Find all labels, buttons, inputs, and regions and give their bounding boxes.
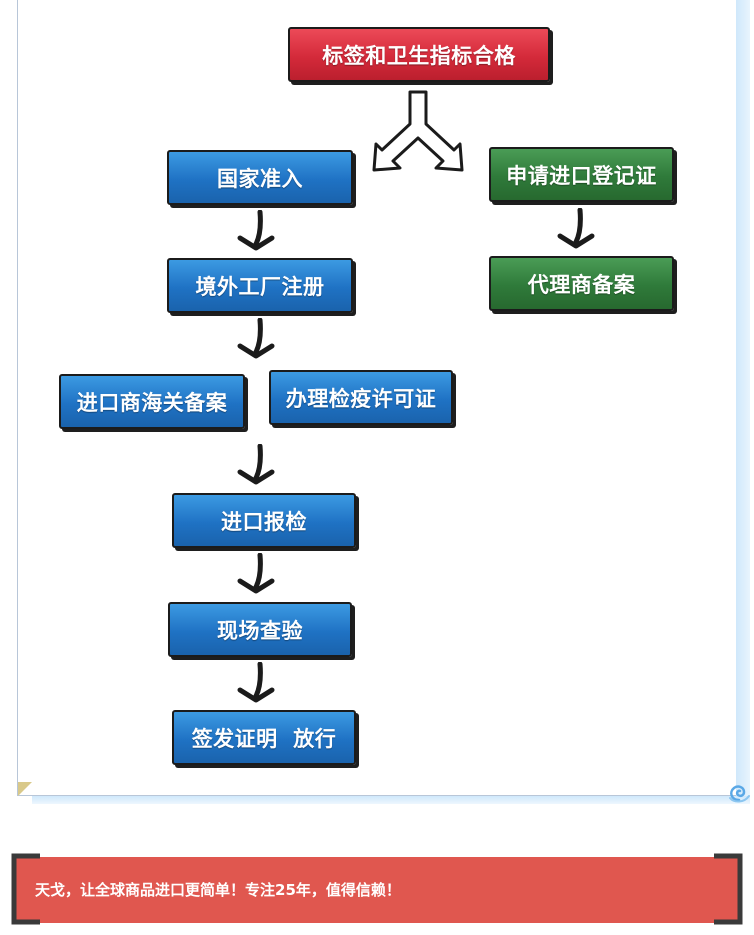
step-agent-filing: 代理商备案 — [489, 256, 674, 311]
step-importer-customs-filing: 进口商海关备案 — [59, 374, 245, 429]
step-national-access: 国家准入 — [167, 150, 353, 205]
bracket-right-icon — [714, 853, 743, 925]
step-quarantine-permit-text: 办理检疫许可证 — [285, 386, 437, 411]
frame-shadow-right — [736, 0, 750, 800]
step-importer-customs-filing-text: 进口商海关备案 — [76, 390, 228, 415]
bracket-left-icon — [11, 853, 40, 925]
down-arrow-icon — [237, 444, 275, 485]
step-overseas-factory-registration-text: 境外工厂注册 — [195, 274, 325, 299]
step-onsite-inspection: 现场查验 — [168, 602, 352, 657]
step-agent-filing-text: 代理商备案 — [527, 272, 636, 297]
step-import-inspection-declaration-text: 进口报检 — [221, 509, 307, 534]
page-curl-decoration — [18, 782, 32, 796]
step-issue-certificate-release-text: 签发证明 放行 — [191, 726, 337, 751]
step-overseas-factory-registration: 境外工厂注册 — [167, 258, 353, 313]
down-arrow-icon — [557, 208, 595, 249]
step-apply-import-registration: 申请进口登记证 — [489, 147, 674, 202]
step-apply-import-registration-text: 申请进口登记证 — [506, 163, 657, 188]
step-national-access-text: 国家准入 — [217, 166, 303, 191]
down-arrow-icon — [237, 662, 275, 703]
slogan-text: 天戈，让全球商品进口更简单！专注25年，值得信赖！ — [35, 881, 401, 899]
down-arrow-icon — [237, 318, 275, 359]
down-arrow-icon — [237, 553, 275, 594]
step-onsite-inspection-text: 现场查验 — [217, 618, 303, 643]
split-arrow-icon — [372, 90, 464, 172]
step-issue-certificate-release: 签发证明 放行 — [172, 710, 356, 765]
step-label-hygiene-qualified-text: 标签和卫生指标合格 — [322, 43, 516, 68]
step-import-inspection-declaration: 进口报检 — [172, 493, 356, 548]
frame-shadow-bottom — [32, 796, 750, 804]
step-quarantine-permit: 办理检疫许可证 — [269, 370, 453, 425]
step-label-hygiene-qualified: 标签和卫生指标合格 — [288, 27, 550, 82]
swirl-icon — [729, 785, 750, 803]
down-arrow-icon — [237, 210, 275, 251]
slogan-banner — [14, 857, 738, 923]
